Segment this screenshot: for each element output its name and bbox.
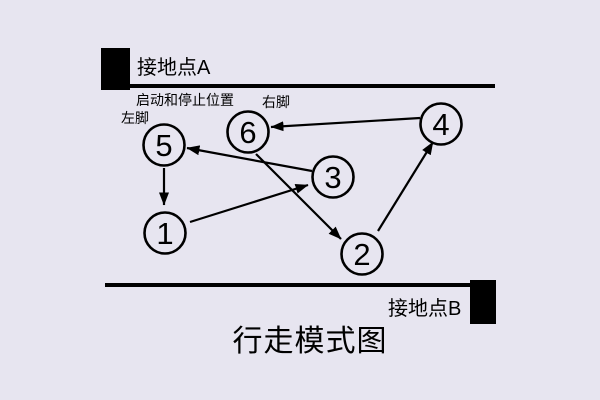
arrow-6-to-2 bbox=[255, 153, 342, 240]
step-node-2-circle bbox=[340, 232, 384, 276]
step-node-1-circle bbox=[143, 211, 187, 255]
ground-block-a bbox=[101, 48, 130, 90]
left-foot-label: 左脚 bbox=[121, 110, 149, 126]
ground-b-label: 接地点B bbox=[388, 297, 461, 320]
step-node-3: 3 bbox=[311, 155, 355, 199]
step-node-5-circle bbox=[142, 123, 186, 167]
right-foot-label: 右脚 bbox=[262, 94, 290, 110]
step-node-1-number: 1 bbox=[156, 216, 173, 251]
step-node-6: 6 bbox=[226, 110, 270, 154]
arrow-1-to-3 bbox=[189, 183, 309, 224]
arrow-4-to-6 bbox=[270, 116, 421, 132]
arrow-2-to-4 bbox=[377, 141, 434, 232]
diagram-title: 行走模式图 bbox=[233, 325, 388, 358]
ground-a-label: 接地点A bbox=[137, 56, 211, 79]
step-node-5-number: 5 bbox=[155, 128, 172, 163]
step-node-2-number: 2 bbox=[353, 237, 370, 272]
step-node-6-circle bbox=[226, 110, 270, 154]
step-node-5: 5 bbox=[142, 123, 186, 167]
step-node-4-circle bbox=[419, 102, 463, 146]
step-node-1: 1 bbox=[143, 211, 187, 255]
ground-block-b bbox=[470, 280, 496, 324]
step-node-3-circle bbox=[311, 155, 355, 199]
step-node-6-number: 6 bbox=[239, 115, 256, 150]
step-node-3-number: 3 bbox=[324, 160, 341, 195]
step-node-4-number: 4 bbox=[432, 107, 449, 142]
step-node-2: 2 bbox=[340, 232, 384, 276]
start-stop-position-label: 启动和停止位置 bbox=[136, 92, 234, 108]
step-node-4: 4 bbox=[419, 102, 463, 146]
arrow-3-to-5 bbox=[186, 145, 313, 173]
